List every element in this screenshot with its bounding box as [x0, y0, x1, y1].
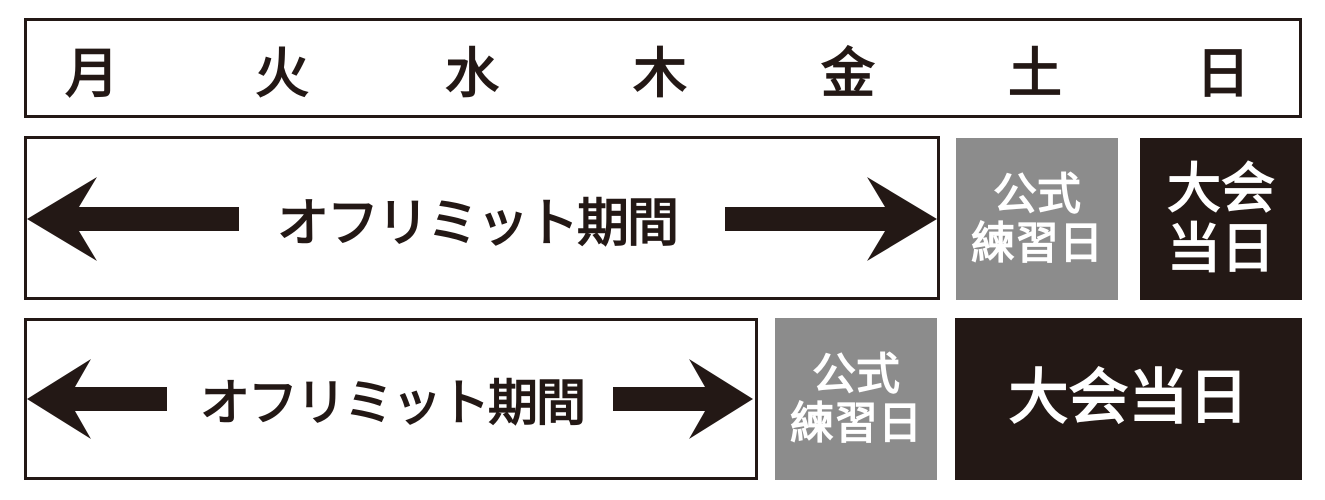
row2-period-label: オフリミット期間 — [200, 374, 586, 432]
row2-practice-line1: 公式 — [812, 348, 900, 400]
left-arrow-icon — [27, 177, 239, 261]
weekday-header: 月 火 水 木 金 土 日 — [24, 18, 1302, 118]
row1-event-day: 大会 当日 — [1140, 138, 1302, 300]
row1-period-label: オフリミット期間 — [276, 193, 679, 254]
weekday-sat: 土 — [1008, 41, 1062, 105]
weekday-wed: 水 — [445, 41, 499, 105]
left-arrow-icon — [27, 359, 167, 439]
weekday-mon: 月 — [65, 41, 119, 105]
weekday-fri: 金 — [821, 41, 875, 105]
row2-offlimit-period: オフリミット期間 — [24, 318, 758, 480]
row1-event-line2: 当日 — [1167, 217, 1275, 280]
row1-practice-line1: 公式 — [993, 168, 1081, 220]
row1-event-line1: 大会 — [1167, 156, 1275, 220]
weekday-sun: 日 — [1196, 41, 1250, 105]
row1-offlimit-period: オフリミット期間 — [24, 136, 940, 300]
row2-practice-line2: 練習日 — [790, 398, 922, 449]
weekday-thu: 木 — [633, 41, 687, 105]
row2-event-label: 大会当日 — [1008, 363, 1249, 434]
row2-event-day: 大会当日 — [955, 318, 1302, 480]
right-arrow-icon — [613, 359, 753, 439]
weekday-tue: 火 — [255, 41, 309, 105]
row2-official-practice-day: 公式 練習日 — [775, 318, 937, 480]
row1-official-practice-day: 公式 練習日 — [956, 138, 1118, 300]
row1-practice-line2: 練習日 — [971, 218, 1103, 269]
right-arrow-icon — [725, 177, 937, 261]
